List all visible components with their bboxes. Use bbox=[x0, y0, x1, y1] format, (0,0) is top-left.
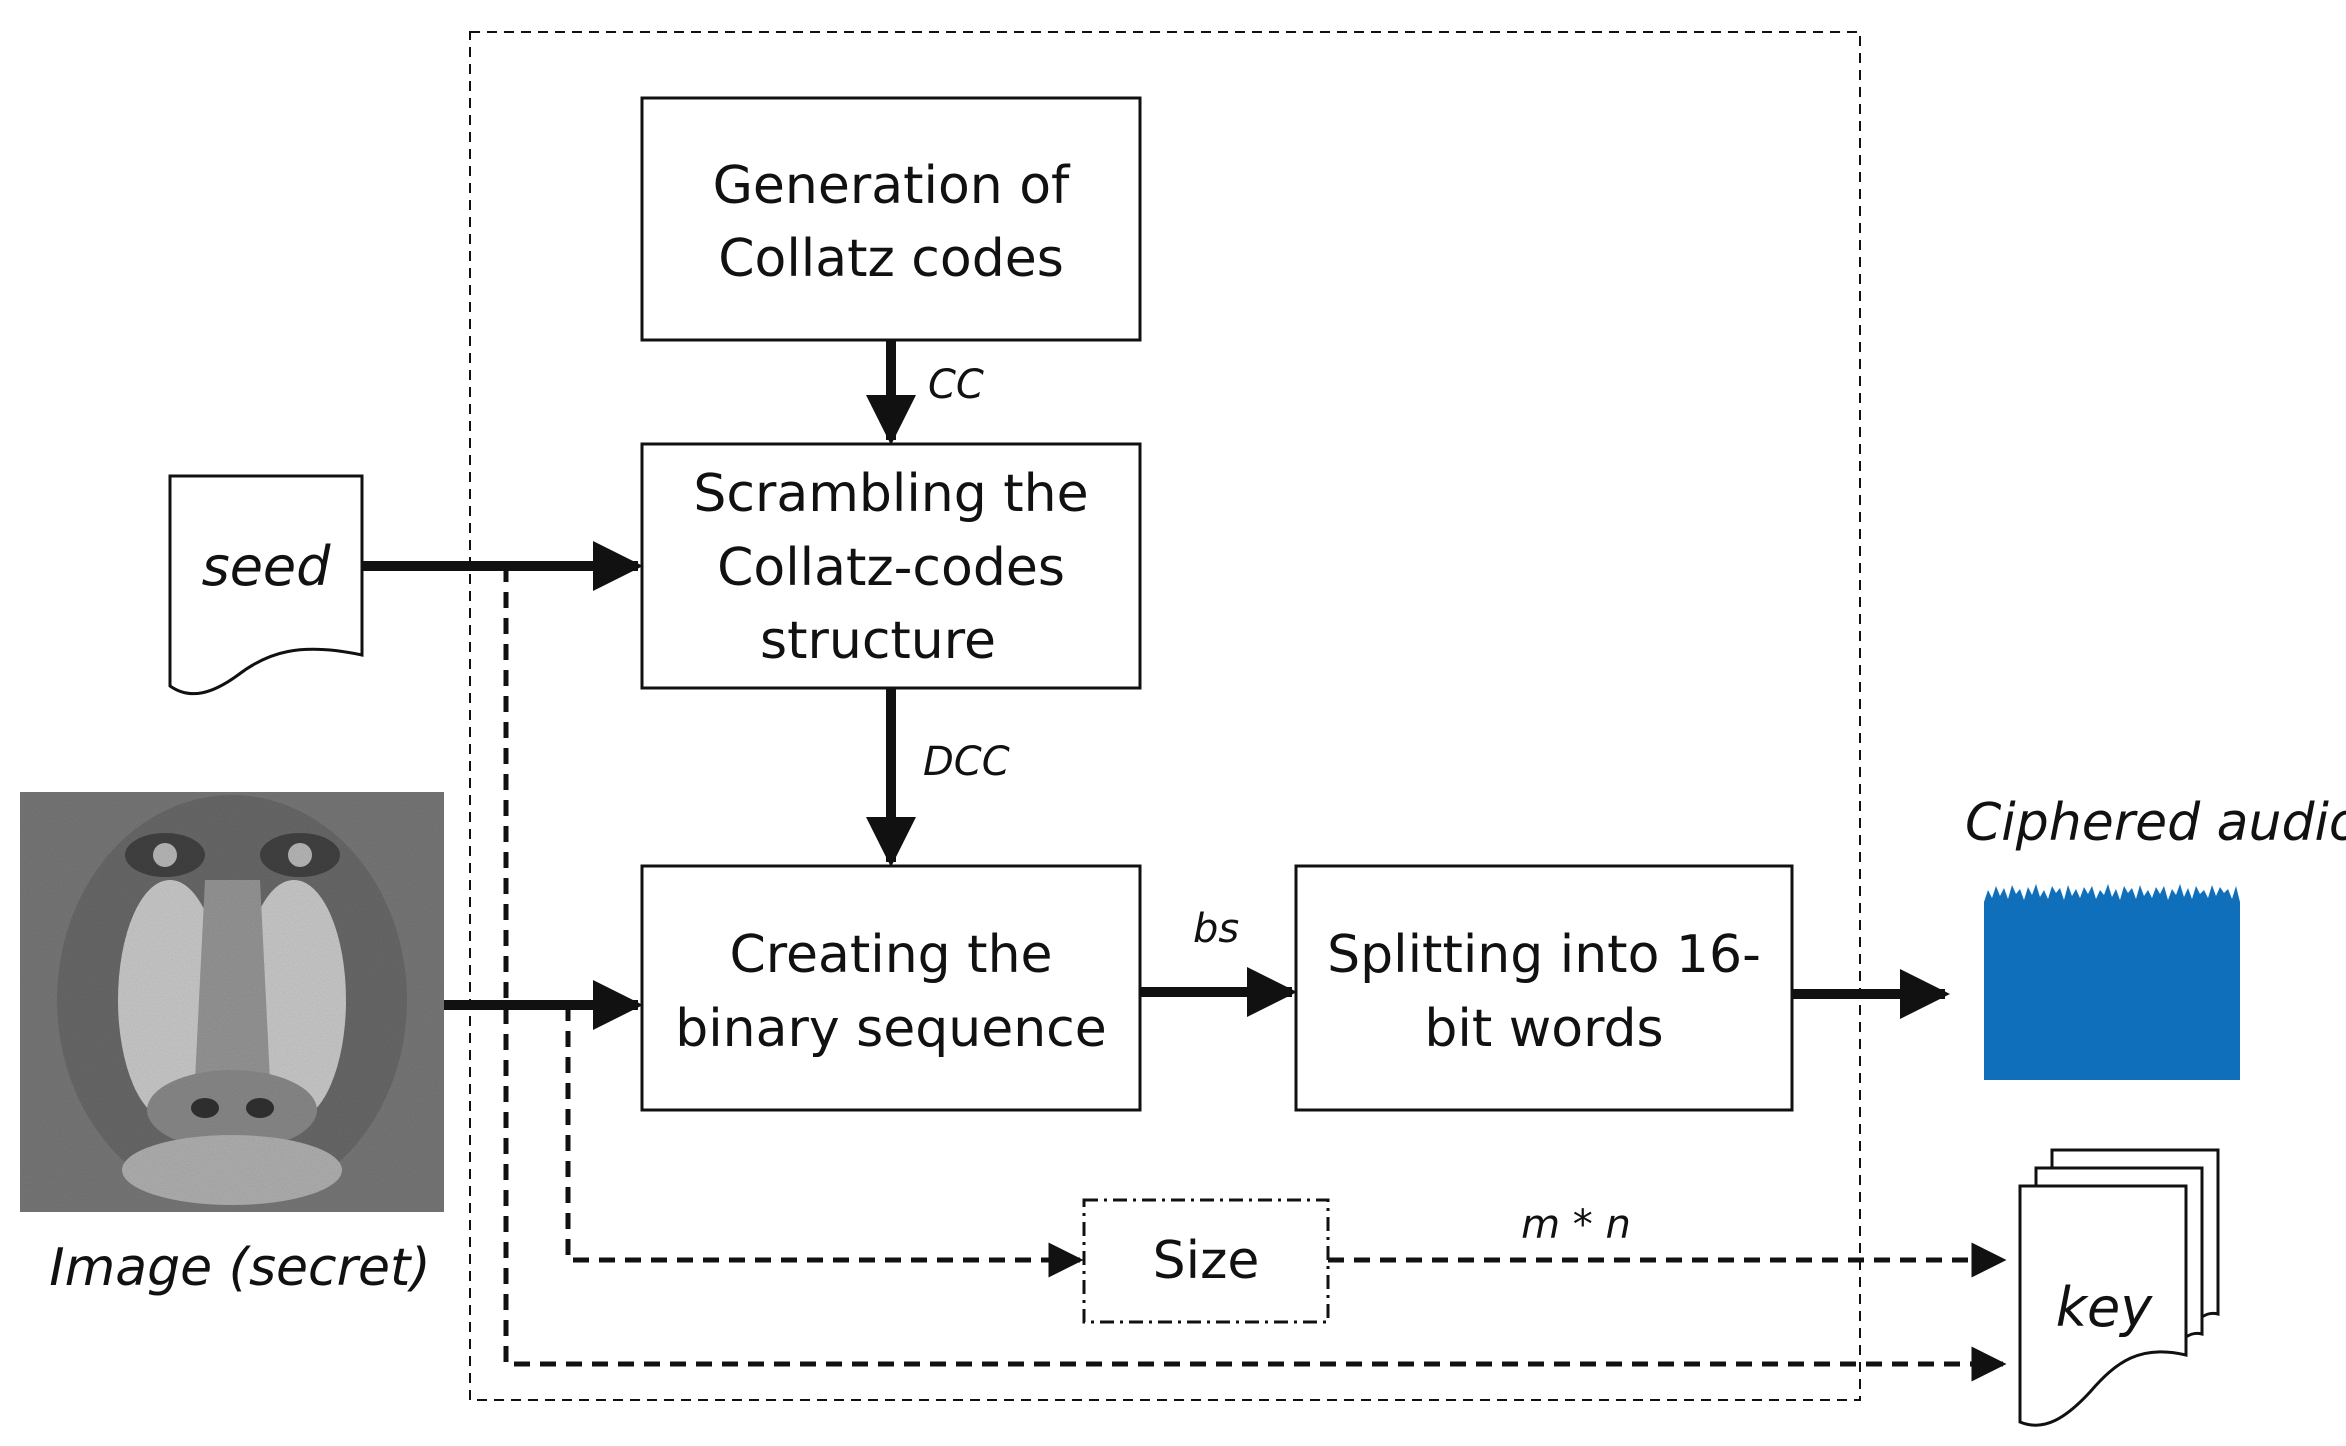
generation-label-line2: Collatz codes bbox=[718, 229, 1064, 289]
audio-waveform-peaks bbox=[1984, 884, 2240, 902]
encryption-frame bbox=[469, 31, 1861, 1401]
creating-label-line2: binary sequence bbox=[675, 999, 1107, 1059]
generation-label-line1: Generation of bbox=[713, 156, 1071, 216]
size-label: Size bbox=[1153, 1231, 1260, 1291]
key-label: key bbox=[2056, 1276, 2153, 1339]
generation-box: Generation of Collatz codes bbox=[640, 96, 1142, 342]
ciphered-audio-label: Ciphered audio bbox=[1965, 793, 2346, 853]
scrambling-box: Scrambling the Collatz-codes structure bbox=[640, 442, 1142, 690]
edge-label-cc: CC bbox=[928, 362, 984, 408]
splitting-label-line2: bit words bbox=[1424, 999, 1663, 1059]
size-box: Size bbox=[1082, 1198, 1330, 1324]
seed-to-key-dashed bbox=[503, 566, 2007, 1382]
scrambling-label-line2: Collatz-codes bbox=[717, 538, 1065, 598]
image-to-size-dashed bbox=[565, 1005, 1084, 1278]
creating-label-line1: Creating the bbox=[729, 925, 1052, 985]
key-document-stack: key bbox=[2018, 1148, 2220, 1427]
splitting-label-line1: Splitting into 16- bbox=[1327, 925, 1761, 985]
image-caption: Image (secret) bbox=[49, 1238, 430, 1298]
edge-label-bs: bs bbox=[1193, 906, 1239, 952]
seed-document: seed bbox=[168, 474, 364, 696]
secret-image: Image (secret) bbox=[20, 792, 444, 1298]
creating-box: Creating the binary sequence bbox=[640, 864, 1142, 1112]
edge-label-mn: m * n bbox=[1521, 1202, 1631, 1248]
audio-waveform bbox=[1984, 902, 2240, 1080]
seed-label: seed bbox=[202, 535, 332, 598]
splitting-box: Splitting into 16- bit words bbox=[1294, 864, 1794, 1112]
scrambling-label-line1: Scrambling the bbox=[693, 464, 1088, 524]
edge-label-dcc: DCC bbox=[923, 739, 1010, 785]
ciphered-audio-output: Ciphered audio bbox=[1965, 793, 2346, 1080]
scrambling-label-line3: structure bbox=[760, 611, 996, 671]
